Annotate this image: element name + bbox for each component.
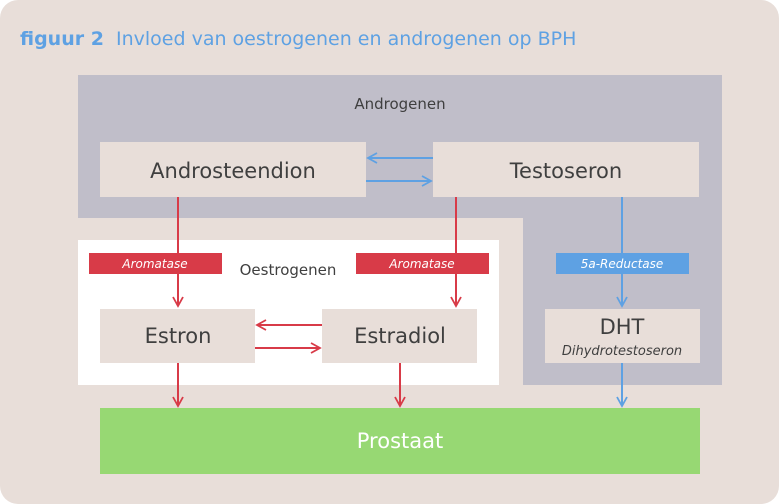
node-estradiol-label: Estradiol bbox=[354, 324, 446, 348]
node-dht bbox=[545, 309, 700, 363]
enzyme-aromatase-right bbox=[356, 253, 489, 274]
node-androstenedione-label: Androsteendion bbox=[150, 159, 316, 183]
node-prostate bbox=[100, 408, 700, 474]
enzyme-reductase-label: 5a-Reductase bbox=[581, 257, 664, 271]
node-prostate-label: Prostaat bbox=[357, 429, 443, 453]
enzyme-aromatase-left bbox=[89, 253, 222, 274]
figure-title: figuur 2 Invloed van oestrogenen en andr… bbox=[20, 28, 576, 50]
node-estrone bbox=[100, 309, 255, 363]
node-testosterone bbox=[433, 142, 699, 197]
androgen-group-label: Androgenen bbox=[354, 95, 445, 113]
enzyme-aromatase-left-label: Aromatase bbox=[121, 257, 187, 271]
enzyme-reductase bbox=[556, 253, 689, 274]
node-testosterone-label: Testoseron bbox=[509, 159, 622, 183]
node-dht-label: DHT bbox=[600, 315, 645, 339]
figure-title-text: Invloed van oestrogenen en androgenen op… bbox=[116, 28, 576, 50]
node-androstenedione bbox=[100, 142, 366, 197]
figure-label: figuur 2 bbox=[20, 28, 104, 50]
enzyme-aromatase-right-label: Aromatase bbox=[388, 257, 454, 271]
node-dht-full-label: Dihydrotestoseron bbox=[562, 344, 682, 359]
estrogen-group-label: Oestrogenen bbox=[240, 261, 337, 279]
node-estrone-label: Estron bbox=[145, 324, 212, 348]
node-estradiol bbox=[322, 309, 477, 363]
